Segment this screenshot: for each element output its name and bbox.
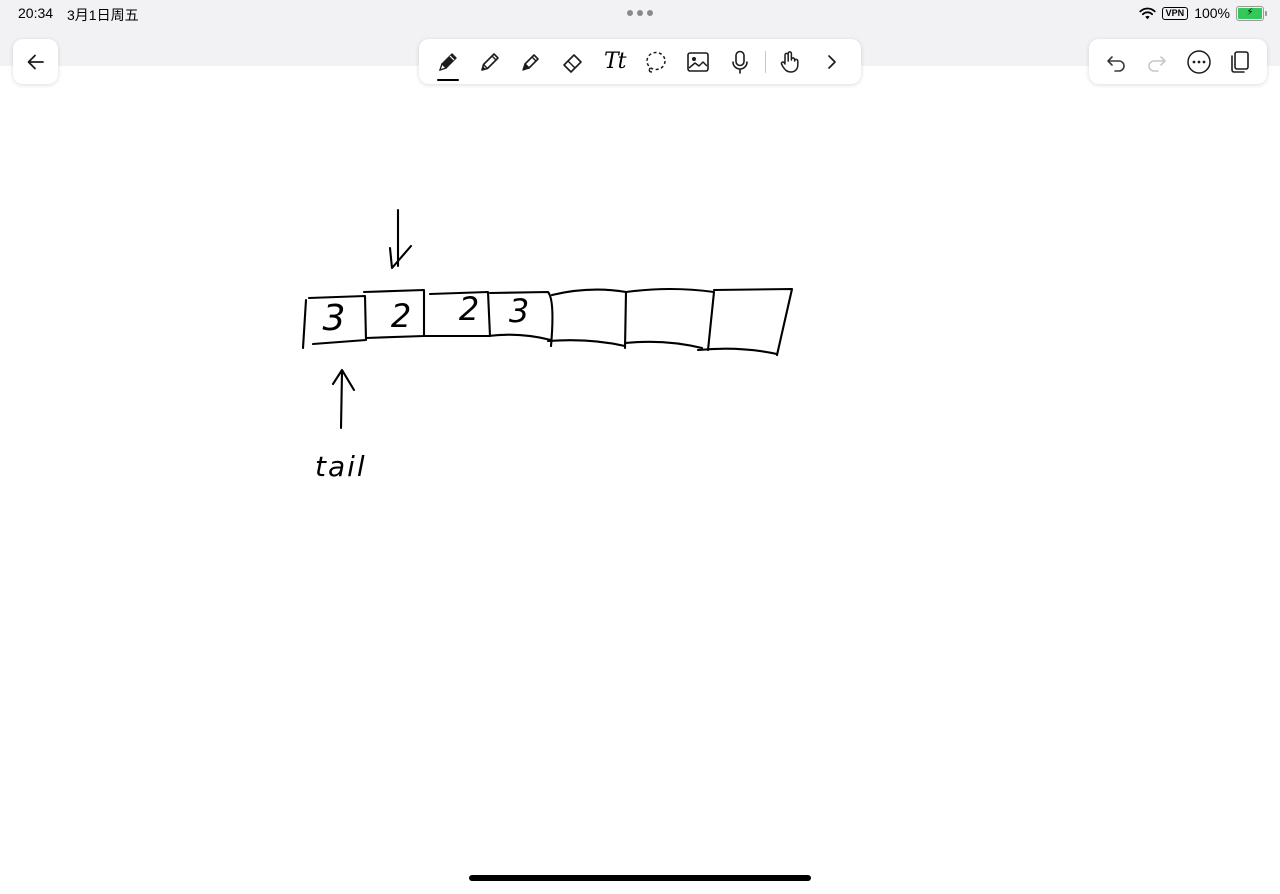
pencil-tool-button[interactable] <box>473 45 507 79</box>
pen-tool-button[interactable] <box>431 45 465 81</box>
image-tool-button[interactable] <box>681 45 715 79</box>
cell-value-1: 2 <box>391 297 411 335</box>
toolbar-divider <box>764 50 766 73</box>
undo-icon <box>1106 55 1125 72</box>
redo-button[interactable] <box>1140 45 1174 79</box>
image-icon <box>687 51 709 72</box>
charging-bolt-icon: ⚡ <box>1246 7 1254 18</box>
eraser-tool-button[interactable] <box>556 45 590 79</box>
battery-level <box>1238 7 1262 19</box>
microphone-icon <box>732 50 748 74</box>
home-indicator[interactable] <box>469 875 811 881</box>
handwriting-layer: 3 2 2 3 tail <box>301 208 794 483</box>
eraser-icon <box>563 53 582 73</box>
drawing-canvas[interactable]: 3 2 2 3 tail <box>0 66 1280 889</box>
cell-value-0: 3 <box>323 298 346 339</box>
text-tool-button[interactable]: Tt <box>598 45 632 79</box>
multitasking-dots-icon[interactable] <box>627 9 653 17</box>
pages-button[interactable] <box>1223 45 1257 79</box>
up-arrow-stroke <box>331 368 356 430</box>
undo-button[interactable] <box>1099 45 1133 79</box>
text-tool-icon: Tt <box>603 48 626 74</box>
back-button[interactable] <box>13 39 58 84</box>
cell-value-2: 2 <box>459 290 479 328</box>
wifi-icon <box>1139 7 1156 19</box>
battery-icon: ⚡ <box>1236 5 1267 21</box>
microphone-tool-button[interactable] <box>723 45 757 79</box>
tail-label: tail <box>315 450 367 483</box>
more-tools-button[interactable] <box>815 45 849 79</box>
pencil-icon <box>480 52 499 71</box>
status-date: 3月1日周五 <box>67 7 139 23</box>
vpn-badge: VPN <box>1161 6 1189 20</box>
pages-icon <box>1231 50 1250 73</box>
hand-pointer-icon <box>781 50 799 73</box>
array-cells-drawing <box>301 287 794 357</box>
pen-icon <box>438 52 457 71</box>
cell-value-3: 3 <box>509 292 529 330</box>
highlighter-tool-button[interactable] <box>514 45 548 79</box>
chevron-right-icon <box>828 54 836 69</box>
arrow-left-icon <box>27 54 44 69</box>
drawing-toolbar: Tt <box>419 39 861 84</box>
lasso-icon <box>646 51 667 73</box>
status-indicators: VPN 100% ⚡ <box>1139 4 1267 22</box>
lasso-tool-button[interactable] <box>639 45 673 79</box>
battery-percent: 100% <box>1194 5 1230 21</box>
redo-icon <box>1148 55 1167 72</box>
highlighter-icon <box>522 53 540 71</box>
status-time: 20:34 <box>18 5 54 21</box>
actions-toolbar <box>1089 39 1267 84</box>
down-arrow-stroke <box>388 208 413 270</box>
hand-tool-button[interactable] <box>773 45 807 79</box>
more-options-button[interactable] <box>1182 45 1216 79</box>
ellipsis-circle-icon <box>1187 49 1211 74</box>
